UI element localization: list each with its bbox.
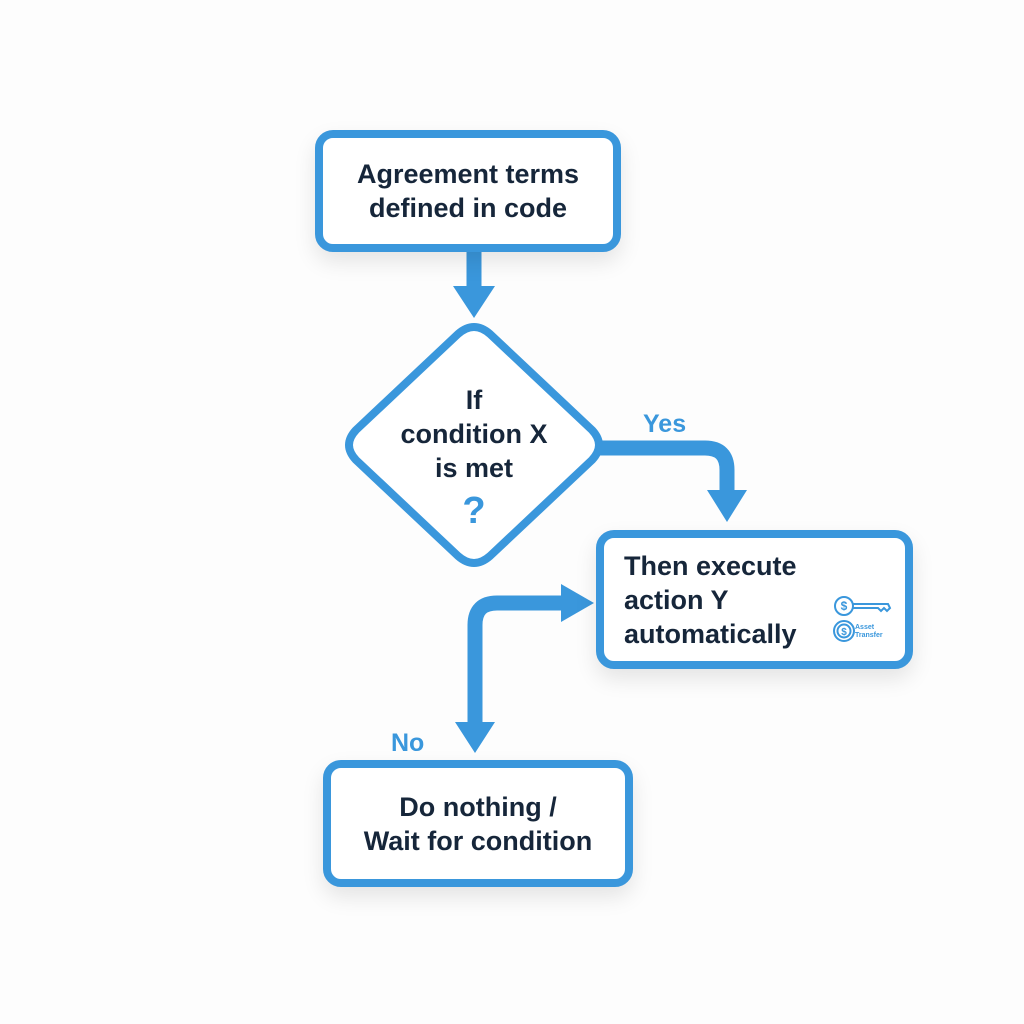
yes-label: Yes <box>643 410 687 438</box>
action-line: action Y <box>624 584 729 615</box>
wait-line: Wait for condition <box>363 825 593 856</box>
decision-line: condition X <box>400 419 548 449</box>
action-node: Then execute action Y automatically <box>596 530 913 669</box>
decision-line: If <box>465 385 483 415</box>
decision-line: is met <box>434 453 514 483</box>
arrow-yes <box>600 440 735 495</box>
arrowhead-right-no <box>561 584 594 622</box>
action-line: Then execute <box>624 550 797 581</box>
wait-line: Do nothing / <box>399 791 557 822</box>
coin-key-icon: $ $ <box>833 596 892 642</box>
action-line: automatically <box>624 618 797 649</box>
start-node-text: Agreement terms defined in code <box>356 159 580 223</box>
arrow-no <box>467 595 565 725</box>
svg-text:$: $ <box>841 627 847 638</box>
start-node: Agreement terms defined in code <box>315 130 621 252</box>
decision-text: If condition X is met <box>374 383 574 485</box>
arrowhead-down-1 <box>453 286 495 318</box>
svg-text:$: $ <box>841 599 848 613</box>
decision-diamond <box>345 323 603 567</box>
question-mark-icon: ? <box>462 490 486 532</box>
icon-caption: Asset Transfer <box>855 624 883 639</box>
arrowhead-down-no <box>455 722 495 753</box>
arrowhead-yes <box>707 490 747 522</box>
no-label: No <box>391 729 425 757</box>
wait-node: Do nothing / Wait for condition <box>323 760 633 887</box>
